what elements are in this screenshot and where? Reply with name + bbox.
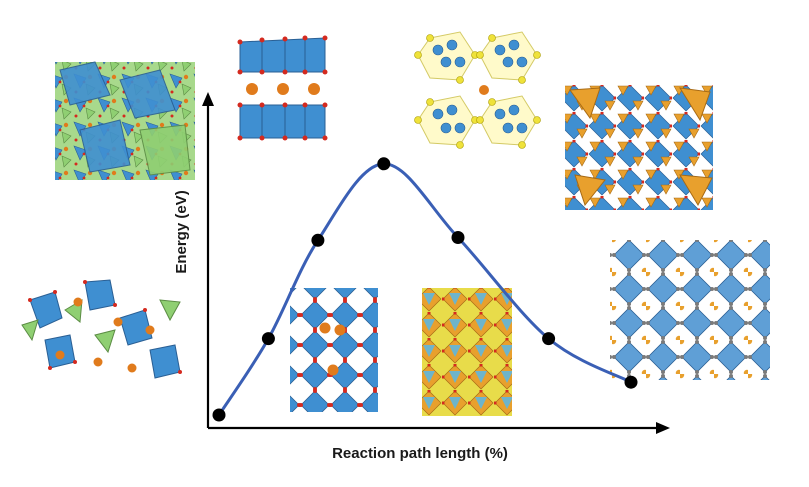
data-point-3: [377, 157, 391, 171]
axes: [202, 92, 670, 434]
sparse-framework-illustration: [21, 279, 182, 379]
blue-octahedra-stack-illustration: [290, 288, 378, 412]
perovskite-framework-illustration: [610, 240, 770, 380]
data-point-4: [451, 231, 465, 244]
green-blue-framework-illustration: [55, 61, 195, 180]
cluster-structure-illustration: [414, 31, 541, 149]
x-axis-arrow: [656, 422, 670, 434]
data-point-2: [311, 233, 325, 247]
data-point-0: [212, 408, 226, 422]
orange-octahedra-stack-illustration: [422, 288, 512, 416]
data-point-6: [624, 375, 638, 389]
layered-structure-illustration: [237, 35, 328, 141]
data-point-5: [542, 332, 556, 346]
data-points: [212, 157, 638, 422]
x-axis-label: Reaction path length (%): [332, 445, 508, 462]
y-axis-label: Energy (eV): [173, 190, 190, 273]
y-axis-arrow: [202, 92, 214, 106]
mixed-polyhedra-structure-illustration: [565, 85, 713, 210]
data-point-1: [261, 332, 275, 346]
